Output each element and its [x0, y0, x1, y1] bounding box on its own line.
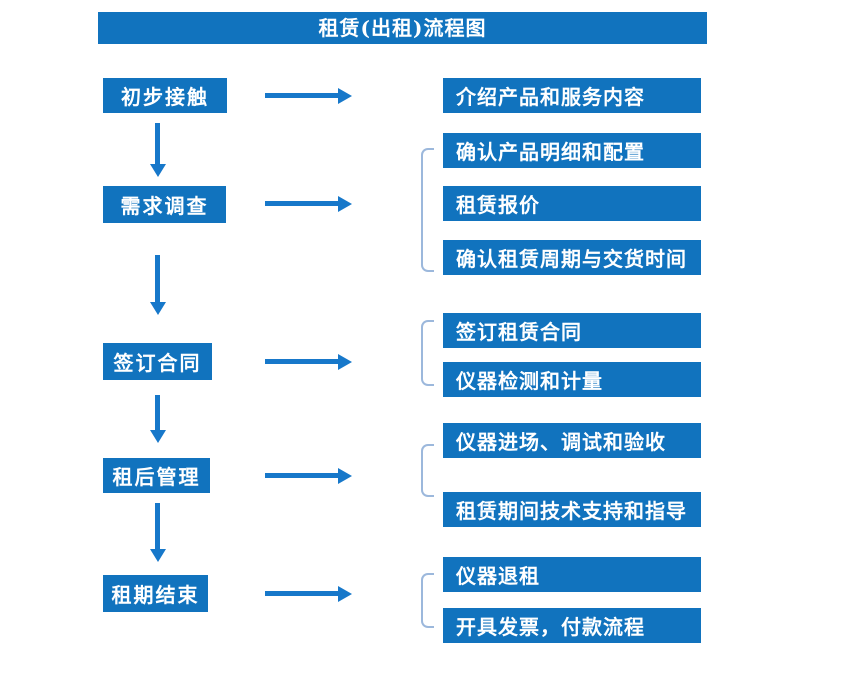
group-bracket-icon	[421, 444, 434, 497]
stage-rental-end: 租期结束	[103, 575, 208, 612]
arrow-down-icon	[155, 503, 160, 549]
arrow-right-icon	[265, 93, 338, 98]
group-bracket-icon	[421, 320, 434, 386]
group-bracket-icon	[421, 148, 434, 272]
arrow-right-icon	[265, 201, 338, 206]
stage-sign-contract: 签订合同	[103, 343, 212, 380]
stage-initial-contact: 初步接触	[103, 78, 227, 113]
group-bracket-icon	[421, 573, 434, 628]
arrow-right-icon	[265, 591, 338, 596]
output-sign-rental-contract: 签订租赁合同	[443, 313, 701, 348]
output-instrument-return: 仪器退租	[443, 557, 701, 592]
arrow-right-icon	[265, 473, 338, 478]
output-instrument-testing: 仪器检测和计量	[443, 362, 701, 397]
output-instrument-entry: 仪器进场、调试和验收	[443, 423, 701, 458]
page-title: 租赁(出租)流程图	[98, 12, 707, 44]
output-invoice-payment: 开具发票，付款流程	[443, 608, 701, 643]
output-rental-quote: 租赁报价	[443, 186, 701, 221]
output-introduce-products: 介绍产品和服务内容	[443, 78, 701, 113]
arrow-down-icon	[155, 395, 160, 430]
arrow-down-icon	[155, 255, 160, 302]
output-confirm-rental-period: 确认租赁周期与交货时间	[443, 240, 701, 275]
output-rental-tech-support: 租赁期间技术支持和指导	[443, 492, 701, 527]
stage-demand-survey: 需求调查	[103, 186, 226, 223]
output-confirm-product-details: 确认产品明细和配置	[443, 133, 701, 168]
arrow-right-icon	[265, 359, 338, 364]
arrow-down-icon	[155, 123, 160, 164]
stage-post-rental-management: 租后管理	[103, 458, 210, 493]
